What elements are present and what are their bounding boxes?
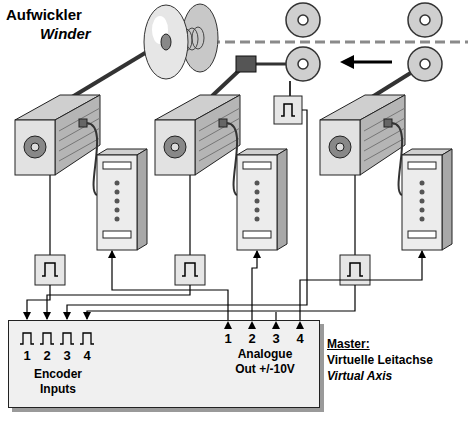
motor-drive xyxy=(320,95,452,285)
box-label: Analogue Out +/-10V xyxy=(228,347,302,377)
pin-number: 1 xyxy=(224,331,231,346)
roller xyxy=(286,3,442,81)
box-label: Encoder Inputs xyxy=(34,367,82,397)
direction-arrow xyxy=(352,61,392,64)
pin-number: 2 xyxy=(248,331,255,346)
part-label: Aufwickler xyxy=(6,6,82,24)
pin-number: 4 xyxy=(83,348,90,363)
signal-wire xyxy=(27,110,422,320)
winder-reel xyxy=(144,4,218,79)
encoder-symbol xyxy=(274,96,302,124)
motor-drive xyxy=(155,95,287,285)
motor-drive xyxy=(15,95,147,285)
part-label: Virtual Axis xyxy=(327,369,392,384)
pin-number: 3 xyxy=(272,331,279,346)
part-label: Virtuelle Leitachse xyxy=(327,353,433,368)
pulse-symbol xyxy=(20,333,94,344)
web-line xyxy=(195,41,468,44)
pin-number: 3 xyxy=(63,348,70,363)
pin-number: 4 xyxy=(296,331,303,346)
output-arrow xyxy=(224,321,304,329)
coupling xyxy=(236,56,256,72)
part-label: Master: xyxy=(327,337,370,352)
pin-number: 2 xyxy=(43,348,50,363)
part-label: Winder xyxy=(40,25,91,43)
pin-number: 1 xyxy=(23,348,30,363)
direction-arrow xyxy=(340,55,354,69)
